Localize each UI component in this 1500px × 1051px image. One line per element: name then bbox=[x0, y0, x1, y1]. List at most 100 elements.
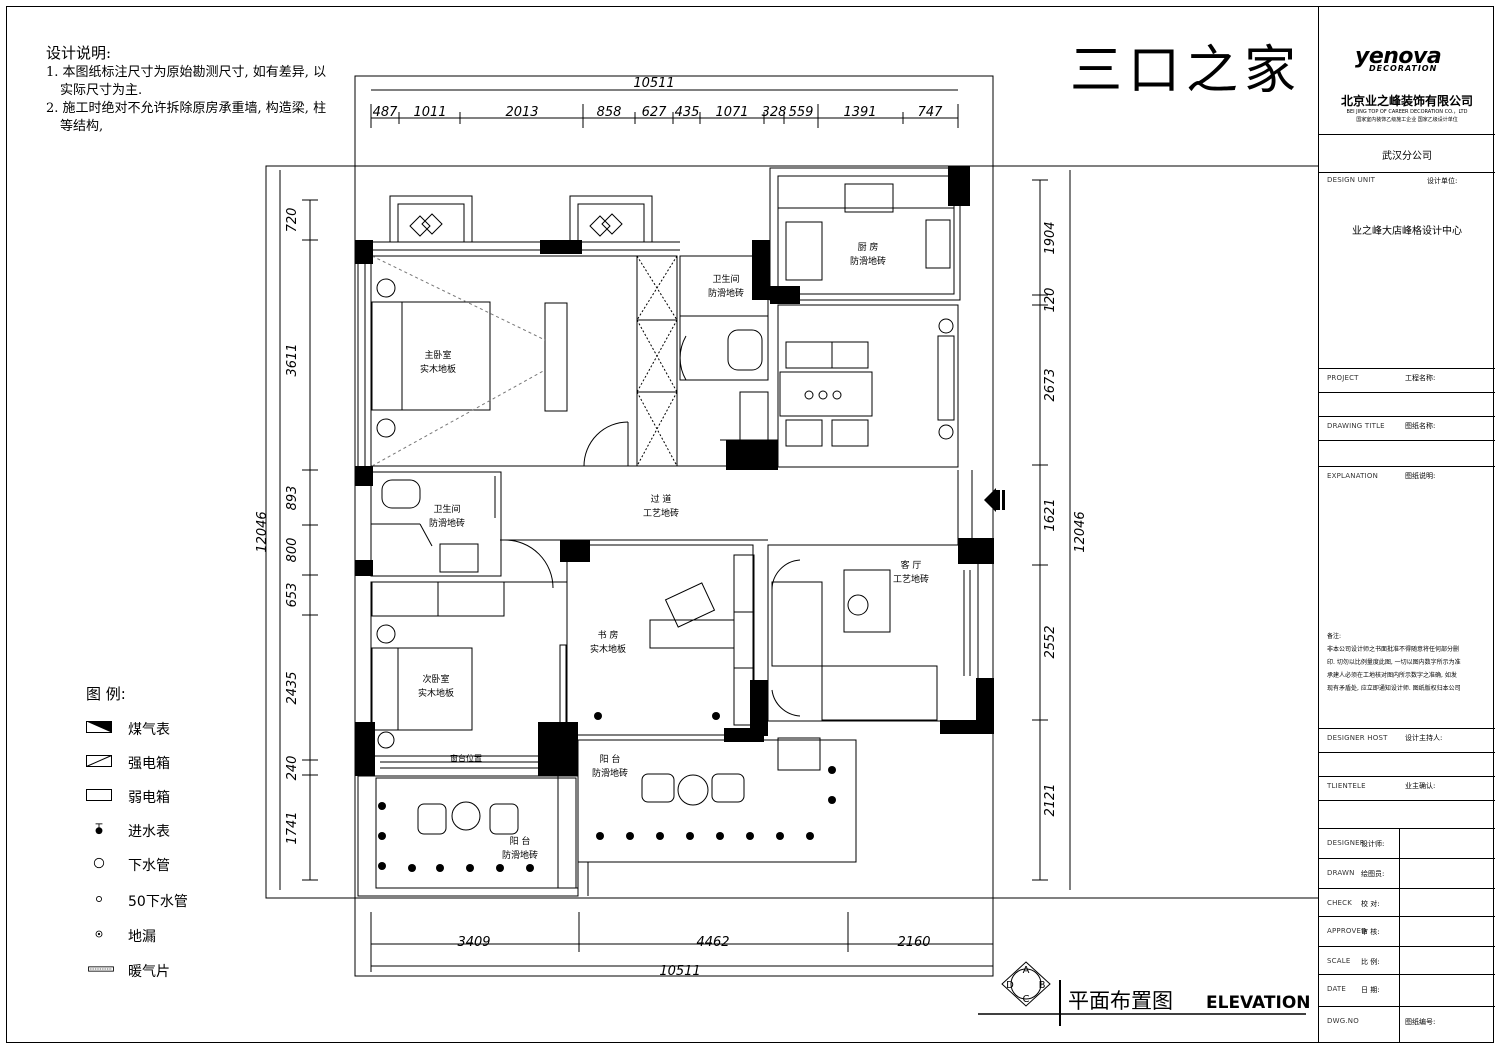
tb-row-scale: SCALE 比 例: bbox=[1319, 946, 1495, 975]
dimension-box-inner bbox=[265, 165, 1318, 899]
drawing-frame bbox=[6, 6, 1494, 1043]
index-symbol: A B C D bbox=[1001, 961, 1051, 1007]
structural-columns bbox=[355, 166, 994, 776]
top-dim-8: 559 bbox=[789, 105, 814, 120]
room-bath2-floor: 防滑地砖 bbox=[429, 517, 465, 529]
plan-title: 平面布置图 bbox=[1068, 989, 1173, 1013]
left-dim-2: 893 bbox=[285, 486, 300, 511]
plan-title-block: A B C D 平面布置图 ELEVATION bbox=[978, 961, 1311, 1026]
tb-row-explanation: EXPLANATION 图纸说明: bbox=[1319, 466, 1495, 487]
gas-meter-icon bbox=[86, 721, 112, 733]
notes-line-2-cont: 等结构, bbox=[60, 119, 104, 134]
top-dim-10: 747 bbox=[918, 105, 944, 120]
tb-row-project: PROJECT 工程名称: bbox=[1319, 368, 1495, 393]
living-room bbox=[767, 544, 979, 722]
top-dim-1: 1011 bbox=[413, 105, 446, 120]
plan-title-en: ELEVATION bbox=[1206, 993, 1311, 1013]
top-dim-6: 1071 bbox=[715, 105, 748, 120]
room-balcony2-floor: 防滑地砖 bbox=[592, 767, 628, 779]
left-dim-5: 2435 bbox=[285, 671, 300, 704]
water-meter-icon bbox=[95, 823, 103, 835]
left-dim-1: 3611 bbox=[285, 343, 300, 376]
kitchen bbox=[769, 167, 961, 301]
room-balcony1: 阳 台 bbox=[510, 835, 531, 847]
room-kitchen: 厨 房 bbox=[858, 241, 879, 253]
room-second: 次卧室 bbox=[422, 673, 449, 685]
company-qualification: 国家室内装饰乙级施工企业 国家乙级设计单位 bbox=[1356, 117, 1458, 123]
tb-row-designer-host: DESIGNER HOST 设计主持人: bbox=[1319, 728, 1495, 753]
room-corridor-floor: 工艺地砖 bbox=[643, 507, 679, 519]
room-bath2: 卫生间 bbox=[433, 503, 460, 515]
floor-drain-icon bbox=[95, 930, 103, 938]
bottom-dim-2: 2160 bbox=[897, 935, 930, 950]
entry-arrow-icon bbox=[984, 488, 1005, 512]
tb-row-designer: DESIGNER 设计师: bbox=[1319, 828, 1495, 859]
tb-row-drawing-title: DRAWING TITLE 图纸名称: bbox=[1319, 416, 1495, 441]
tb-row-blank-4 bbox=[1319, 800, 1495, 829]
remarks: 备注: 非本公司设计师之书面批准不得随意将任何部分删 印. 切勿以比例量度此图,… bbox=[1327, 633, 1461, 692]
right-dim-1: 120 bbox=[1043, 288, 1058, 313]
dining-area bbox=[777, 304, 959, 468]
radiator-icon bbox=[88, 966, 114, 972]
bottom-total-dim: 10511 bbox=[659, 964, 700, 979]
index-d: D bbox=[1006, 980, 1014, 991]
tb-row-client: TLIENTELE 业主确认: bbox=[1319, 776, 1495, 801]
room-master: 主卧室 bbox=[424, 349, 451, 361]
top-dim-4: 627 bbox=[642, 105, 668, 120]
company-name-en: BEI JING TOP OF CAREER DECORATION CO.，LT… bbox=[1346, 109, 1468, 115]
top-dim-ticks bbox=[370, 104, 959, 128]
balcony-bottom-left bbox=[357, 775, 579, 897]
tb-row-approved: APPROVED 审 核: bbox=[1319, 916, 1495, 947]
room-kitchen-floor: 防滑地砖 bbox=[850, 255, 886, 267]
index-a: A bbox=[1023, 965, 1030, 976]
right-dim-4: 2552 bbox=[1043, 625, 1058, 658]
top-dim-3: 858 bbox=[597, 105, 622, 120]
room-balcony2: 阳 台 bbox=[600, 753, 621, 765]
room-study: 书 房 bbox=[598, 629, 619, 641]
tb-row-branch: 武汉分公司 bbox=[1319, 134, 1495, 173]
left-dim-3: 800 bbox=[285, 538, 300, 563]
top-dim-5: 435 bbox=[675, 105, 700, 120]
bay-window-right bbox=[569, 195, 653, 243]
title-block: yenova DECORATION 北京业之峰装饰有限公司 BEI JING T… bbox=[1318, 6, 1495, 1043]
bottom-dim-0: 3409 bbox=[457, 935, 490, 950]
tb-row-date: DATE 日 期: bbox=[1319, 974, 1495, 1007]
bathroom-2 bbox=[370, 471, 554, 589]
design-center: 业之峰大店峰格设计中心 bbox=[1352, 226, 1462, 237]
plant-decorations bbox=[378, 712, 836, 872]
room-second-floor: 实木地板 bbox=[418, 687, 454, 699]
notes-line-1: 1. 本图纸标注尺寸为原始勘测尺寸, 如有差异, 以 bbox=[46, 65, 327, 80]
left-total-dim: 12046 bbox=[255, 511, 270, 552]
tb-row-blank-1 bbox=[1319, 392, 1495, 417]
tb-row-check: CHECK 校 对: bbox=[1319, 888, 1495, 917]
top-dim-9: 1391 bbox=[843, 105, 876, 120]
dimension-box-outer bbox=[354, 75, 994, 977]
floor-plan: 10511 487 1011 2013 858 627 435 1071 328… bbox=[255, 75, 1318, 1026]
study bbox=[566, 544, 755, 736]
right-total-dim: 12046 bbox=[1073, 511, 1088, 552]
brand-logo: yenova bbox=[1355, 44, 1442, 69]
small-drain-pipe-icon bbox=[96, 896, 102, 902]
right-dim-5: 2121 bbox=[1043, 783, 1058, 816]
tb-divider bbox=[1399, 828, 1400, 1042]
second-bedroom bbox=[370, 581, 568, 769]
room-living: 客 厅 bbox=[901, 559, 922, 571]
room-corridor: 过 道 bbox=[651, 493, 672, 505]
room-study-floor: 实木地板 bbox=[590, 643, 626, 655]
room-master-floor: 实木地板 bbox=[420, 363, 456, 375]
notes-line-2: 2. 施工时绝对不允许拆除原房承重墙, 构造梁, 柱 bbox=[46, 101, 327, 116]
window-position-label: 窗台位置 bbox=[450, 753, 482, 763]
left-dim-6: 240 bbox=[285, 756, 300, 781]
legend: 图 例: 煤气表 强电箱 弱电箱 进水表 下水管 50下水管 地漏 暖气片 bbox=[86, 685, 188, 980]
tb-row-design-unit: DESIGN UNIT 设计单位: bbox=[1319, 172, 1495, 189]
notes-line-1-cont: 实际尺寸为主. bbox=[60, 83, 143, 98]
room-balcony1-floor: 防滑地砖 bbox=[502, 849, 538, 861]
tb-row-blank-2 bbox=[1319, 440, 1495, 467]
index-c: C bbox=[1023, 994, 1030, 1005]
left-dim-7: 1741 bbox=[285, 811, 300, 844]
right-dim-0: 1904 bbox=[1043, 221, 1058, 254]
right-dim-2: 2673 bbox=[1043, 368, 1058, 401]
master-bedroom bbox=[357, 241, 680, 470]
top-total-dim: 10511 bbox=[633, 76, 674, 91]
balcony-bottom-right bbox=[577, 737, 857, 896]
